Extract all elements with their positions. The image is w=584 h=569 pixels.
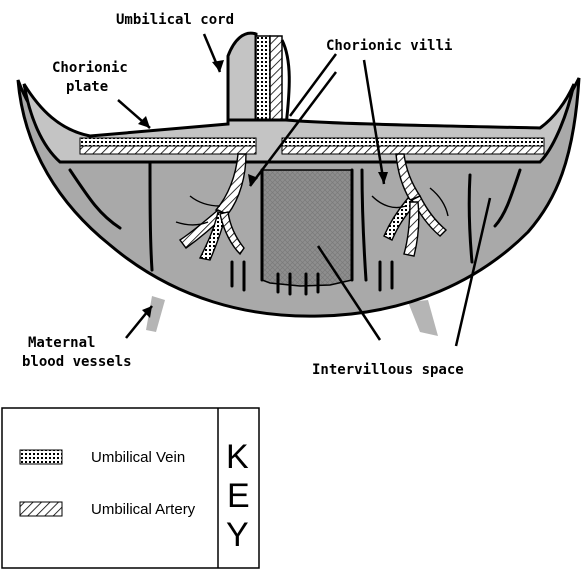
key-letter-y: Y xyxy=(226,516,249,554)
key-swatch-vein xyxy=(20,450,62,464)
cord-artery xyxy=(270,36,282,128)
key-label-vein: Umbilical Vein xyxy=(91,449,185,466)
key-label-artery: Umbilical Artery xyxy=(91,501,196,518)
key-box: Umbilical Vein Umbilical Artery K E Y xyxy=(2,408,259,568)
label-maternal-1: Maternal xyxy=(28,335,95,351)
plate-artery-right xyxy=(282,146,544,154)
plate-vein-right xyxy=(282,138,544,146)
umbilical-cord xyxy=(228,33,256,126)
key-letter-e: E xyxy=(227,477,250,515)
cord-right-wall xyxy=(282,40,289,126)
plate-artery-left xyxy=(80,146,256,154)
label-chorionic-villi: Chorionic villi xyxy=(326,38,452,54)
maternal-vessel-right xyxy=(408,300,438,336)
key-letter-k: K xyxy=(226,438,249,476)
plate-vein-left xyxy=(80,138,256,146)
label-chorionic-plate-2: plate xyxy=(66,79,108,95)
label-chorionic-plate-1: Chorionic xyxy=(52,60,128,76)
label-intervillous-space: Intervillous space xyxy=(312,362,464,378)
cord-vein xyxy=(256,36,270,128)
label-umbilical-cord: Umbilical cord xyxy=(116,12,234,28)
intervillous-space xyxy=(262,170,352,286)
label-maternal-2: blood vessels xyxy=(22,354,132,370)
key-swatch-artery xyxy=(20,502,62,516)
